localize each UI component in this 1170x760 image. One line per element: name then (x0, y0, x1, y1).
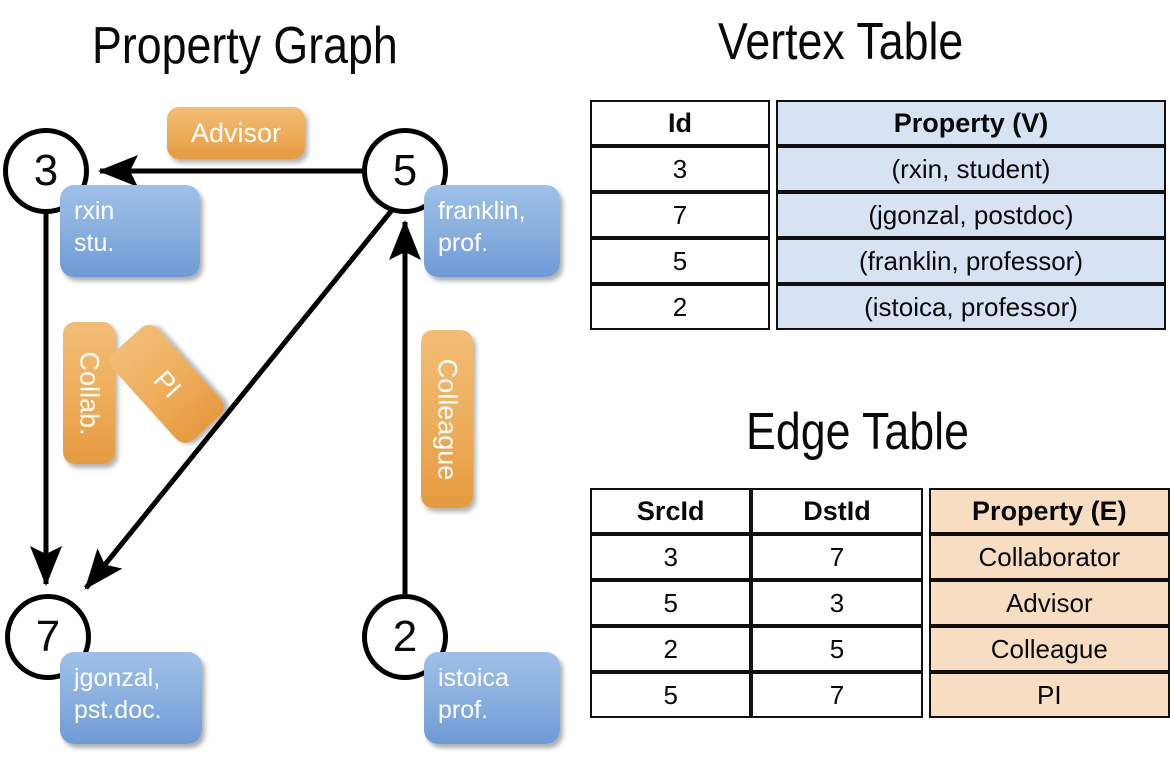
vertex-property-istoica-line2: prof. (438, 696, 489, 724)
edge-row-2-src: 2 (590, 626, 752, 672)
vertex-table-header-id: Id (590, 100, 770, 146)
vertex-property-jgonzal-line2: pst.doc. (74, 696, 162, 724)
graph-node-2[interactable]: 2 (362, 594, 448, 680)
edge-row-3-dst: 7 (751, 672, 923, 718)
vertex-table-header-property: Property (V) (776, 100, 1166, 146)
edge-table-header-property: Property (E) (928, 488, 1170, 534)
edge-table: SrcId DstId Property (E) 3 7 Collaborato… (590, 488, 1170, 718)
edge-row-0-src: 3 (590, 534, 752, 580)
edge-row-1-dst: 3 (751, 580, 923, 626)
vertex-property-franklin-line2: prof. (438, 229, 489, 257)
page-title-property-graph: Property Graph (92, 17, 398, 75)
vertex-row-1-property: (jgonzal, postdoc) (776, 192, 1166, 238)
edge-row-0-property: Collaborator (928, 534, 1170, 580)
graph-node-5[interactable]: 5 (362, 128, 448, 214)
edge-row-3-src: 5 (590, 672, 752, 718)
graph-node-3-label: 3 (33, 146, 59, 195)
table-row[interactable]: 3 7 Collaborator (590, 534, 1170, 580)
vertex-row-3-property: (istoica, professor) (776, 284, 1166, 330)
edge-row-3-property: PI (928, 672, 1170, 718)
graph-node-7-label: 7 (35, 612, 61, 661)
vertex-property-rxin-line2: stu. (74, 229, 115, 257)
graph-node-5-label: 5 (392, 146, 418, 195)
vertex-property-box-jgonzal: jgonzal, pst.doc. (60, 652, 202, 744)
vertex-row-1-id: 7 (590, 192, 770, 238)
edge-label-pi-text: PI (147, 364, 188, 404)
table-row[interactable]: 2 5 Colleague (590, 626, 1170, 672)
edge-row-0-dst: 7 (751, 534, 923, 580)
vertex-row-2-id: 5 (590, 238, 770, 284)
vertex-property-box-istoica: istoica prof. (424, 652, 560, 744)
page-title-vertex-table: Vertex Table (718, 13, 964, 71)
vertex-row-0-property: (rxin, student) (776, 146, 1166, 192)
edge-table-header-dstid: DstId (751, 488, 923, 534)
edge-label-colleague-text: Colleague (432, 358, 463, 480)
page-title-edge-table: Edge Table (746, 403, 969, 461)
graph-edge-arrows (30, 155, 421, 594)
property-graph-diagram: 3 5 7 2 rxin stu. franklin, prof. jgonza… (3, 107, 560, 744)
edge-row-1-src: 5 (590, 580, 752, 626)
vertex-property-franklin-line1: franklin, (438, 197, 526, 225)
table-row[interactable]: 2 (istoica, professor) (590, 284, 1166, 330)
vertex-row-3-id: 2 (590, 284, 770, 330)
edge-row-1-property: Advisor (928, 580, 1170, 626)
table-row[interactable]: 5 3 Advisor (590, 580, 1170, 626)
edge-label-collab: Collab. (63, 322, 115, 464)
edge-arrow-5-to-7 (84, 208, 394, 590)
table-row[interactable]: 7 (jgonzal, postdoc) (590, 192, 1166, 238)
table-row[interactable]: 5 (franklin, professor) (590, 238, 1166, 284)
table-row[interactable]: 3 (rxin, student) (590, 146, 1166, 192)
edge-table-header-srcid: SrcId (590, 488, 752, 534)
edge-row-2-property: Colleague (928, 626, 1170, 672)
vertex-table: Id Property (V) 3 (rxin, student) 7 (jgo… (590, 100, 1166, 330)
vertex-property-istoica-line1: istoica (438, 664, 509, 692)
edge-label-collab-text: Collab. (74, 350, 105, 436)
edge-label-advisor: Advisor (167, 107, 305, 159)
vertex-row-0-id: 3 (590, 146, 770, 192)
edge-table-header-row: SrcId DstId Property (E) (590, 488, 1170, 534)
vertex-property-jgonzal-line1: jgonzal, (74, 664, 161, 692)
vertex-table-header-row: Id Property (V) (590, 100, 1166, 146)
vertex-property-box-rxin: rxin stu. (60, 185, 200, 277)
edge-label-colleague: Colleague (421, 330, 473, 508)
vertex-property-box-franklin: franklin, prof. (424, 185, 560, 277)
graph-node-2-label: 2 (392, 612, 418, 661)
vertex-property-rxin-line1: rxin (74, 197, 115, 225)
table-row[interactable]: 5 7 PI (590, 672, 1170, 718)
edge-label-advisor-text: Advisor (190, 117, 282, 148)
edge-row-2-dst: 5 (751, 626, 923, 672)
vertex-row-2-property: (franklin, professor) (776, 238, 1166, 284)
